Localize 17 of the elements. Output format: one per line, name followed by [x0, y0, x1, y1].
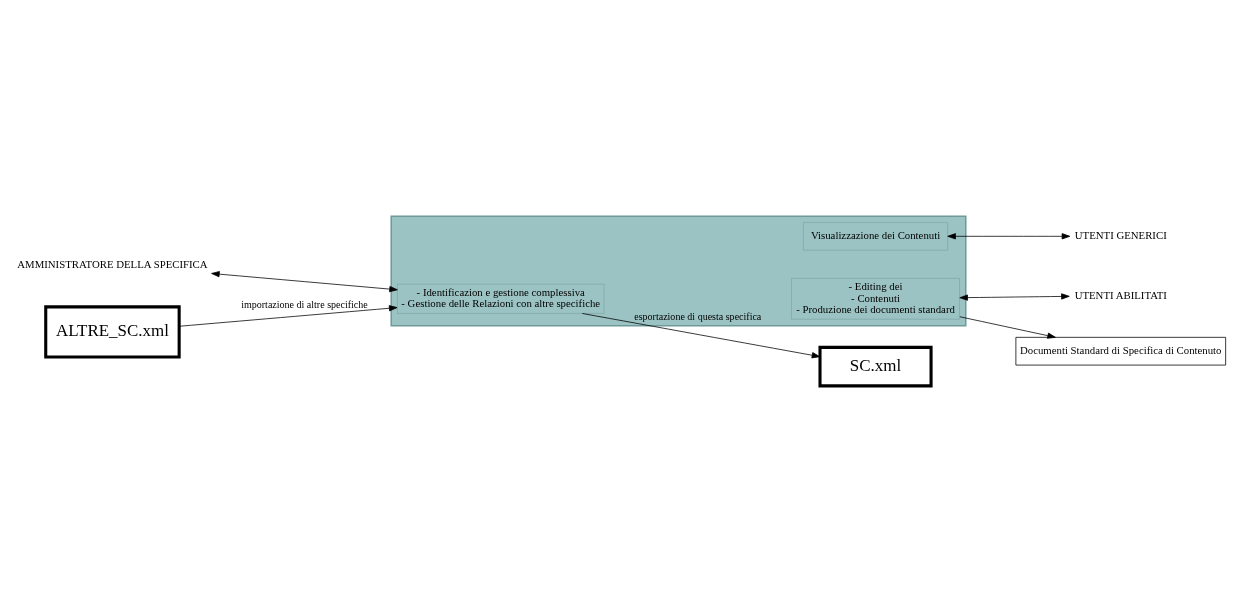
node-box: - Identificazion e gestione complessiva - Gestione delle Relazioni con altre specifiche [397, 283, 605, 314]
node-text: UTENTI GENERICI [1074, 228, 1167, 241]
arrow [178, 304, 398, 327]
node-box: Documenti Standard di Specifica di Contenuto [1015, 336, 1227, 365]
node-text: AMMINISTRATORE DELLA SPECIFICA [17, 257, 208, 270]
arrow [947, 232, 1071, 239]
node-text: UTENTI ABILITATI [1074, 288, 1167, 301]
arrow [959, 292, 1070, 301]
edge-label: importazione di altre specifiche [241, 298, 368, 310]
node-box: SC.xml [818, 345, 933, 387]
node-box: Visualizzazione dei Contenuti [803, 221, 949, 251]
node-box: ALTRE_SC.xml [44, 304, 181, 359]
node-box: - Editing dei - Contenuti - Produzione dei documenti standard [791, 277, 960, 320]
arrow [581, 312, 821, 358]
edge-label: esportazione di questa specifica [634, 310, 762, 322]
arrow [959, 315, 1056, 339]
arrow [211, 270, 398, 292]
